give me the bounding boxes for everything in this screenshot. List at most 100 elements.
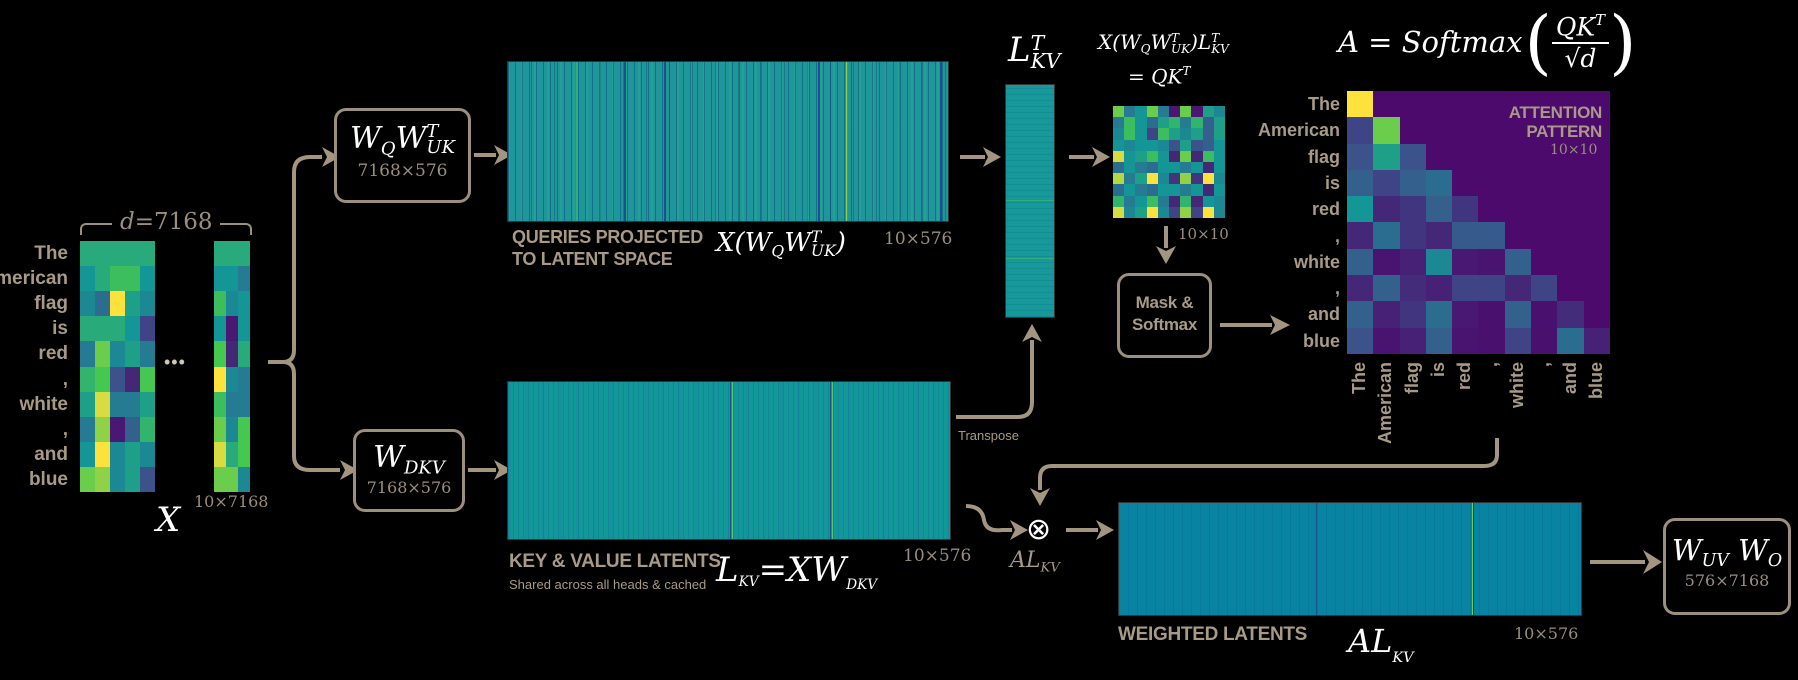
attention-shape: 10×10 <box>1550 142 1598 158</box>
qk-matrix-cell <box>1135 128 1147 140</box>
attention-column-label: blue <box>1585 362 1606 400</box>
qk-matrix-cell <box>1168 117 1181 129</box>
attention-cell <box>1452 327 1479 354</box>
qk-matrix-cell <box>1146 184 1158 196</box>
input-matrix-cell <box>140 366 155 392</box>
qk-matrix-cell <box>1191 195 1203 207</box>
qk-matrix-cell <box>1124 117 1136 129</box>
input-matrix-block-1 <box>80 241 155 492</box>
attention-column-label: white <box>1506 362 1527 409</box>
input-matrix-cell <box>140 291 155 317</box>
input-matrix-cell <box>125 391 140 417</box>
qk-matrix-cell <box>1180 128 1192 140</box>
input-matrix-cell <box>140 241 155 267</box>
attention-cell <box>1425 196 1453 223</box>
attention-cell <box>1347 169 1374 197</box>
attention-column-label: flag <box>1401 362 1422 395</box>
input-matrix-cell <box>226 341 238 367</box>
qk-matrix-cell <box>1191 173 1203 185</box>
qk-matrix-cell <box>1213 195 1225 207</box>
input-matrix-cell <box>214 441 226 467</box>
qk-matrix-cell <box>1213 139 1225 151</box>
qk-matrix-cell <box>1191 184 1203 196</box>
qk-matrix-cell <box>1113 206 1125 218</box>
input-matrix-cell <box>110 416 125 442</box>
attention-cell <box>1452 170 1478 196</box>
mask-softmax-box: Mask & Softmax <box>1117 273 1212 358</box>
qk-matrix-cell <box>1124 206 1136 218</box>
input-matrix-cell <box>238 416 250 442</box>
qk-matrix-cell <box>1168 195 1181 207</box>
input-matrix-cell <box>80 266 95 292</box>
attention-cell <box>1478 248 1505 276</box>
attention-cell <box>1425 248 1453 276</box>
token-label: American <box>0 268 68 290</box>
attention-cell <box>1478 327 1505 354</box>
attention-cell <box>1452 248 1479 276</box>
attention-row-label: , <box>1334 278 1340 299</box>
qk-matrix-cell <box>1157 184 1169 196</box>
input-matrix-cell <box>140 391 155 417</box>
attention-cell <box>1425 169 1453 197</box>
kv-latent-matrix <box>507 381 951 540</box>
qk-matrix-cell <box>1168 206 1181 218</box>
attention-cell <box>1531 222 1557 248</box>
attention-cell <box>1399 248 1426 276</box>
qk-matrix-cell <box>1180 195 1192 207</box>
qk-matrix-cell <box>1202 139 1214 151</box>
input-matrix-cell <box>214 266 226 292</box>
qk-matrix-cell <box>1113 150 1125 162</box>
qk-matrix-cell <box>1124 150 1136 162</box>
attention-cell <box>1531 301 1558 328</box>
attention-cell <box>1478 144 1504 170</box>
input-matrix-cell <box>110 391 125 417</box>
qk-matrix-cell <box>1113 117 1125 129</box>
qk-matrix-cell <box>1157 106 1169 118</box>
qk-matrix-cell <box>1113 139 1125 151</box>
qk-matrix-cell <box>1157 150 1169 162</box>
token-label: The <box>34 243 68 264</box>
attention-cell <box>1531 327 1558 354</box>
qk-matrix-cell <box>1124 128 1136 140</box>
input-matrix-cell <box>95 316 110 342</box>
input-matrix-cell <box>214 366 226 392</box>
attention-cell <box>1557 327 1584 354</box>
input-matrix-cell <box>238 316 250 342</box>
qk-matrix-cell <box>1135 206 1147 218</box>
qk-matrix-cell <box>1124 195 1136 207</box>
attention-cell <box>1504 275 1532 302</box>
input-matrix-cell <box>95 466 110 492</box>
attention-cell <box>1531 275 1558 302</box>
attention-cell <box>1584 222 1610 248</box>
qk-matrix-cell <box>1168 150 1181 162</box>
attention-cell <box>1557 170 1583 196</box>
input-matrix-cell <box>226 441 238 467</box>
wuv-wo-box: WUV WO 576×7168 <box>1663 518 1791 615</box>
qk-matrix-cell <box>1202 206 1214 218</box>
input-matrix-cell <box>80 466 95 492</box>
attention-cell <box>1583 327 1610 354</box>
input-matrix-cell <box>80 291 95 317</box>
attention-cell <box>1399 275 1426 302</box>
input-matrix-cell <box>214 241 226 267</box>
qk-matrix-cell <box>1213 173 1225 185</box>
attention-cell <box>1347 196 1374 223</box>
qk-matrix-cell <box>1202 184 1214 196</box>
attention-cell <box>1557 222 1583 248</box>
qk-matrix-cell <box>1135 139 1147 151</box>
weighted-formula: ALKV <box>1348 622 1414 667</box>
weighted-caption: WEIGHTED LATENTS <box>1118 624 1308 645</box>
input-matrix-cell <box>80 416 95 442</box>
attention-cell <box>1425 327 1453 354</box>
input-matrix-cell <box>238 366 250 392</box>
qk-matrix-cell <box>1213 150 1225 162</box>
attention-cell <box>1399 222 1426 249</box>
input-matrix-cell <box>95 291 110 317</box>
kv-shape: 10×576 <box>903 546 972 566</box>
qk-matrix-cell <box>1124 184 1136 196</box>
qk-matrix-cell <box>1168 184 1181 196</box>
qk-matrix-cell <box>1157 173 1169 185</box>
